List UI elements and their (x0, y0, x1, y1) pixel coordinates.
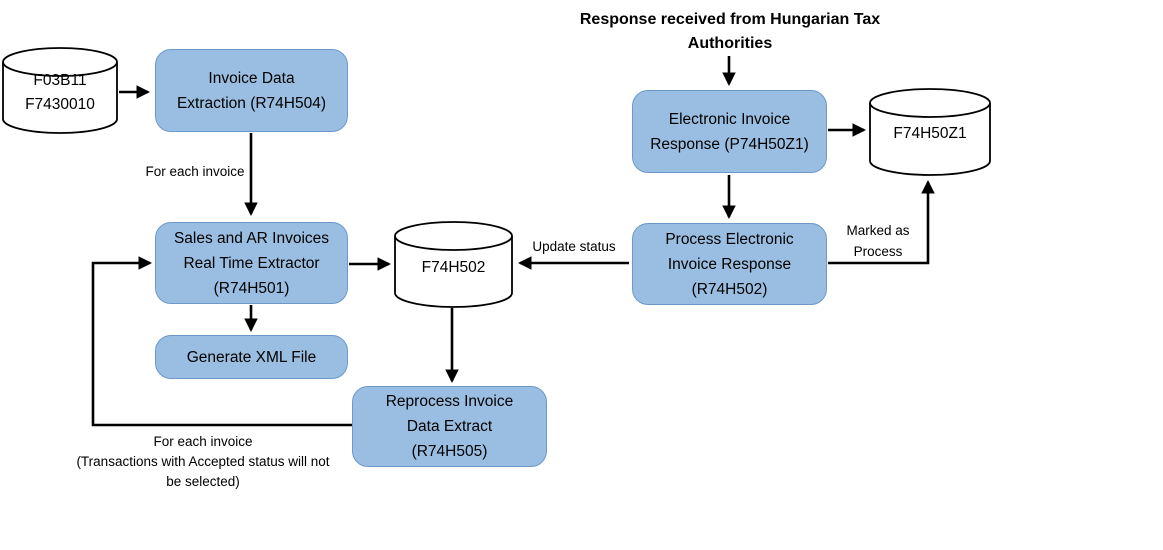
edge-label-marked-as-process: Marked as Process (846, 223, 910, 259)
database-f74h50z1-shape (869, 88, 991, 176)
node-process-electronic-invoice-response: Process Electronic Invoice Response (R74… (632, 223, 827, 305)
node-reprocess-invoice-data-extract: Reprocess Invoice Data Extract (R74H505) (352, 386, 547, 467)
node-invoice-data-extraction: Invoice Data Extraction (R74H504) (155, 49, 348, 132)
connector-process-to-f74h50z1 (828, 179, 935, 265)
diagram-title: Response received from Hungarian Tax Aut… (579, 11, 881, 52)
connector-reprocess-loop (91, 256, 352, 427)
database-f74h502-shape (394, 221, 513, 308)
node-generate-xml-file: Generate XML File (155, 335, 348, 379)
database-source-tables-label: F03B11 F7430010 (25, 72, 95, 113)
node-sales-ar-extractor: Sales and AR Invoices Real Time Extracto… (155, 222, 348, 304)
database-f74h50z1-label: F74H50Z1 (893, 124, 967, 142)
database-f74h502-label: F74H502 (421, 258, 486, 276)
node-electronic-invoice-response: Electronic Invoice Response (P74H50Z1) (632, 90, 827, 173)
database-source-tables-shape (2, 47, 118, 134)
edge-label-update-status: Update status (532, 239, 616, 254)
edge-label-for-each-invoice: For each invoice (145, 164, 245, 179)
edge-label-reprocess-loop: For each invoice (Transactions with Acce… (76, 434, 330, 489)
